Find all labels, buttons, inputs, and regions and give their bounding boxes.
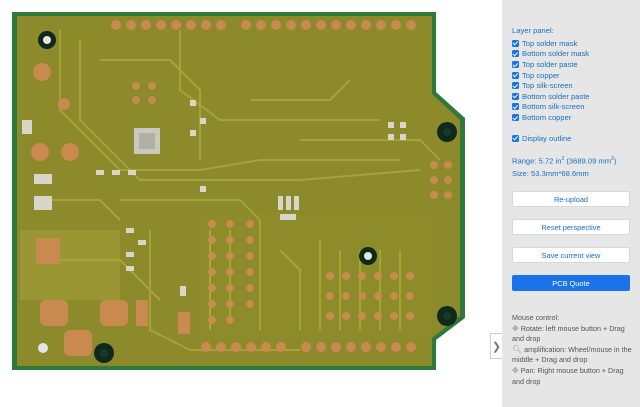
layer-label: Top silk-screen (522, 81, 573, 91)
left-copper-pads (31, 63, 190, 356)
range-sup: 2 (561, 156, 565, 163)
checkbox-icon[interactable] (512, 92, 519, 100)
ground-pour (200, 212, 432, 338)
layer-toggle[interactable]: Bottom solder mask (512, 49, 632, 60)
pan-text: Pan: Right mouse button + Drag and drop (512, 365, 624, 386)
rotate-text: Rotate: left mouse button + Drag and dro… (512, 323, 625, 344)
mouse-control-title: Mouse control: (512, 313, 560, 322)
crystal-pads (132, 82, 156, 104)
checkbox-icon[interactable] (512, 134, 519, 142)
display-outline-label: Display outline (522, 133, 572, 143)
collapse-arrow-icon: ❯ (491, 340, 502, 353)
range-row: Range: 5.72 in2 (3689.09 mm2) (512, 153, 632, 168)
layer-toggle[interactable]: Bottom copper (512, 112, 632, 123)
layer-toggle[interactable]: Top copper (512, 70, 632, 81)
layer-label: Top copper (522, 70, 560, 80)
board-metrics: Range: 5.72 in2 (3689.09 mm2) Size: 53.3… (512, 153, 632, 180)
display-outline-toggle[interactable]: Display outline (512, 133, 632, 144)
range-detail-sup: 2 (611, 156, 614, 163)
mouse-zoom-help: 🔍︎ amplification: Wheel/mouse in the mid… (512, 345, 636, 366)
checkbox-icon[interactable] (512, 71, 519, 79)
layer-toggle[interactable]: Top silk-screen (512, 80, 632, 91)
layer-toggle[interactable]: Top solder mask (512, 38, 632, 49)
ground-pour-left (20, 230, 120, 300)
mouse-control-help: Mouse control: ✥ Rotate: left mouse butt… (512, 313, 636, 387)
range-label: Range: (512, 156, 537, 166)
pan-icon: ✥ (512, 365, 519, 375)
layer-label: Bottom solder paste (522, 91, 590, 101)
header-bottom-pads (201, 342, 416, 352)
layer-label: Bottom silk-screen (522, 102, 585, 112)
reupload-button[interactable]: Re-upload (512, 191, 630, 207)
size-label: Size: (512, 168, 529, 178)
checkbox-icon[interactable] (512, 60, 519, 68)
reset-perspective-button[interactable]: Reset perspective (512, 219, 630, 235)
layer-label: Top solder mask (522, 38, 578, 48)
size-value: 53.3mm*68.6mm (531, 168, 589, 178)
layer-label: Bottom solder mask (522, 49, 590, 59)
layer-panel-title: Layer panel: (512, 26, 554, 35)
pcb-viewer[interactable] (0, 0, 490, 407)
header-top-pads (111, 20, 416, 30)
checkbox-icon[interactable] (512, 50, 519, 58)
pcb-board-render[interactable] (0, 0, 490, 407)
checkbox-icon[interactable] (512, 113, 519, 121)
checkbox-icon[interactable] (512, 82, 519, 90)
range-detail-end: ) (613, 156, 617, 166)
layer-toggle[interactable]: Bottom silk-screen (512, 102, 632, 113)
panel-collapse-tab[interactable]: ❯ (490, 333, 502, 359)
checkbox-icon[interactable] (512, 103, 519, 111)
checkbox-icon[interactable] (512, 39, 519, 47)
zoom-icon: 🔍︎ (512, 344, 523, 354)
layer-label: Top solder paste (522, 59, 578, 69)
mouse-rotate-help: ✥ Rotate: left mouse button + Drag and d… (512, 324, 636, 345)
size-row: Size: 53.3mm*68.6mm (512, 168, 632, 180)
move-icon: ✥ (512, 323, 519, 333)
smd-pads (22, 100, 406, 296)
mouse-pan-help: ✥ Pan: Right mouse button + Drag and dro… (512, 366, 636, 387)
pcb-quote-button[interactable]: PCB Quote (512, 275, 630, 291)
mounting-holes (38, 31, 457, 363)
middle-pad-rows (208, 220, 414, 324)
header-right-pads (430, 161, 452, 199)
range-value: 5.72 in (538, 156, 562, 166)
layer-toggle[interactable]: Bottom solder paste (512, 91, 632, 102)
range-detail: (3689.09 mm (566, 156, 612, 166)
layer-label: Bottom copper (522, 112, 572, 122)
save-current-view-button[interactable]: Save current view (512, 247, 630, 263)
amplification-text: amplification: Wheel/mouse in the middle… (512, 344, 632, 365)
layer-toggle[interactable]: Top solder paste (512, 59, 632, 70)
